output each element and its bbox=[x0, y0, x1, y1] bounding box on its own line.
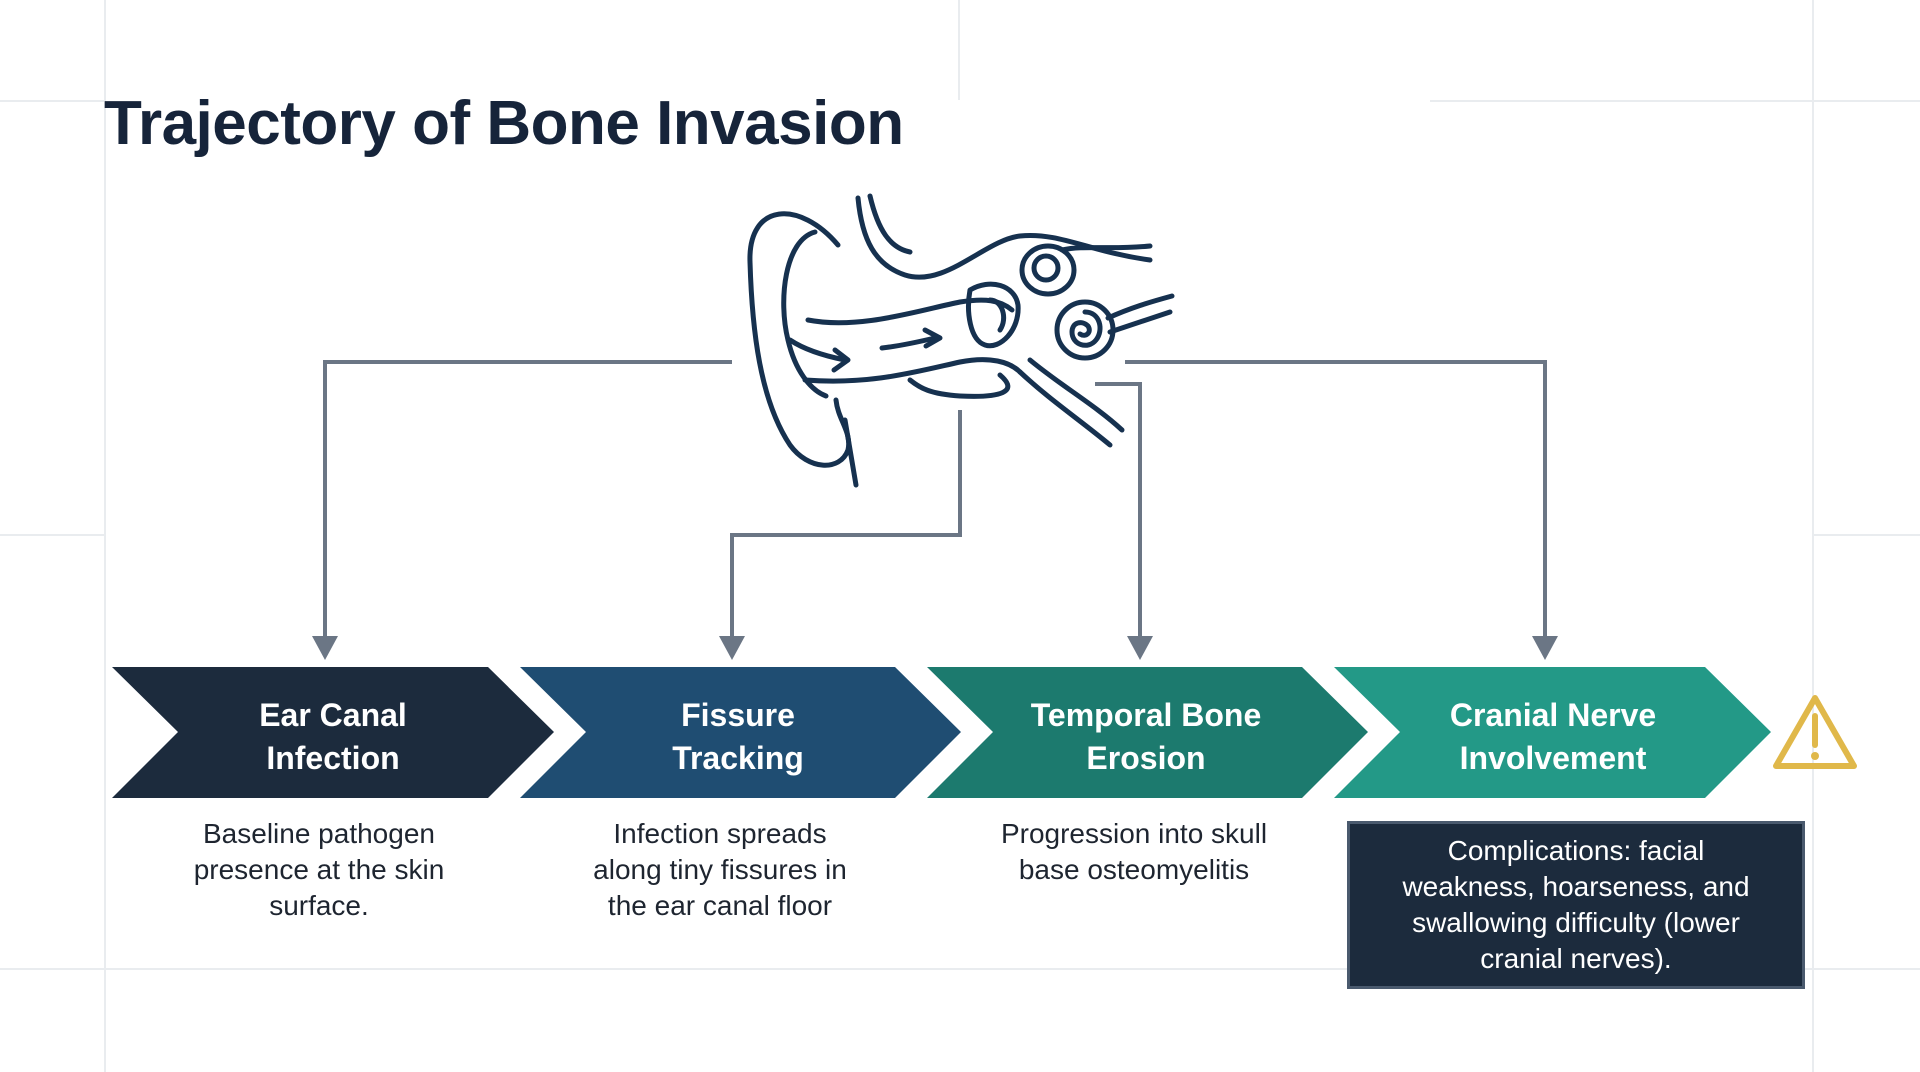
grid-line bbox=[1812, 534, 1920, 536]
grid-line bbox=[1812, 0, 1814, 1072]
stage-label: Temporal Bone Erosion bbox=[1030, 697, 1262, 776]
connector-line bbox=[323, 360, 732, 640]
arrowhead bbox=[312, 636, 338, 660]
grid-line bbox=[0, 534, 104, 536]
stage-chevron-ear-canal-infection bbox=[112, 667, 554, 798]
ear-anatomy-icon bbox=[747, 193, 1175, 488]
stage-chevron-cranial-nerve-involvement bbox=[1334, 667, 1771, 798]
grid-line bbox=[0, 100, 104, 102]
page-title: Trajectory of Bone Invasion bbox=[104, 89, 904, 158]
stage-description: Baseline pathogen presence at the skin s… bbox=[193, 818, 445, 921]
arrowhead bbox=[1532, 636, 1558, 660]
stage-description: Infection spreads along tiny fissures in… bbox=[593, 818, 847, 921]
connector-line bbox=[1095, 382, 1142, 640]
arrowhead bbox=[1127, 636, 1153, 660]
grid-line bbox=[958, 0, 960, 100]
connector-line bbox=[730, 410, 962, 640]
grid-line bbox=[104, 0, 106, 1072]
grid-line bbox=[0, 968, 1920, 970]
stage-label: Ear Canal Infection bbox=[259, 697, 407, 776]
stage-description: Progression into skull base osteomyeliti… bbox=[1000, 818, 1268, 885]
arrowhead bbox=[719, 636, 745, 660]
stage-chevron-fissure-tracking bbox=[520, 667, 961, 798]
grid-line bbox=[1430, 100, 1920, 102]
complication-box: Complications: facial weakness, hoarsene… bbox=[1347, 821, 1805, 989]
stage-chevron-temporal-bone-erosion bbox=[927, 667, 1368, 798]
warning-icon bbox=[1773, 695, 1857, 769]
stage-label: Cranial Nerve Involvement bbox=[1449, 697, 1657, 776]
stage-label: Fissure Tracking bbox=[672, 697, 804, 776]
connector-line bbox=[1125, 360, 1547, 640]
